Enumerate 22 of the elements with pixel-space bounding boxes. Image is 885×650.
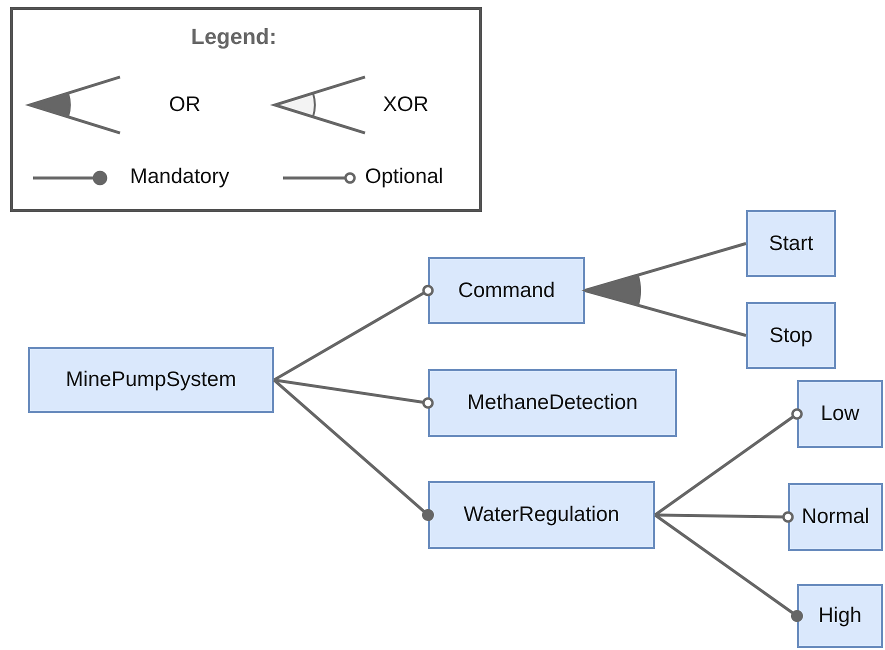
connector-line	[273, 284, 434, 382]
legend-text: Optional	[365, 165, 444, 189]
legend-text: OR	[169, 93, 200, 117]
legend-text: XOR	[383, 93, 429, 117]
legend-title: Legend:	[191, 24, 277, 50]
connector-line	[654, 408, 803, 516]
feature-box: WaterRegulation	[428, 481, 655, 549]
connector-line	[654, 514, 803, 622]
feature-box: Start	[746, 210, 836, 277]
feature-box: Low	[797, 380, 883, 448]
feature-box: MethaneDetection	[428, 369, 677, 437]
connector-line	[584, 242, 746, 292]
feature-box: MinePumpSystem	[28, 347, 274, 413]
connector-line	[654, 511, 794, 523]
legend-text: Mandatory	[130, 165, 230, 189]
feature-box: Normal	[788, 483, 883, 551]
connector-line	[273, 378, 434, 521]
connector-line	[584, 289, 746, 337]
feature-box: Command	[428, 257, 585, 324]
feature-box: High	[797, 584, 883, 648]
connector-line	[274, 378, 434, 409]
feature-box: Stop	[746, 302, 836, 369]
